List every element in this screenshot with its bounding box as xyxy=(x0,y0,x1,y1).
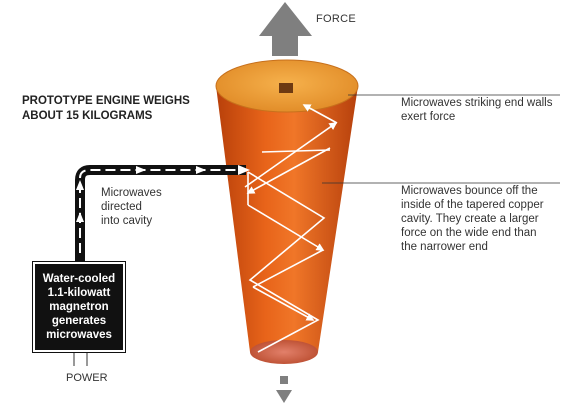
leader-lines xyxy=(322,94,560,184)
annotation-end-walls: Microwaves striking end walls exert forc… xyxy=(401,97,553,123)
bottom-arrow xyxy=(276,376,292,403)
microwave-path xyxy=(244,104,338,353)
magnetron-box: Water-cooled 1.1-kilowatt magnetron gene… xyxy=(35,264,123,350)
force-label: FORCE xyxy=(316,13,356,25)
power-leads xyxy=(73,352,88,366)
magnetron-line: Water-cooled xyxy=(42,273,116,285)
magnetron-line: magnetron xyxy=(49,301,109,313)
annotation-bounce: Microwaves bounce off the inside of the … xyxy=(401,185,544,253)
annotation-directed: Microwaves directed into cavity xyxy=(101,187,162,227)
waveguide xyxy=(75,165,250,265)
magnetron-line: generates xyxy=(51,315,107,327)
title-line-1: PROTOTYPE ENGINE WEIGHS xyxy=(22,95,190,107)
power-label: POWER xyxy=(66,372,108,384)
title-line-2: ABOUT 15 KILOGRAMS xyxy=(22,110,153,122)
copper-cavity xyxy=(215,59,359,364)
magnetron-line: 1.1-kilowatt xyxy=(47,287,111,299)
magnetron-line: microwaves xyxy=(46,329,112,341)
